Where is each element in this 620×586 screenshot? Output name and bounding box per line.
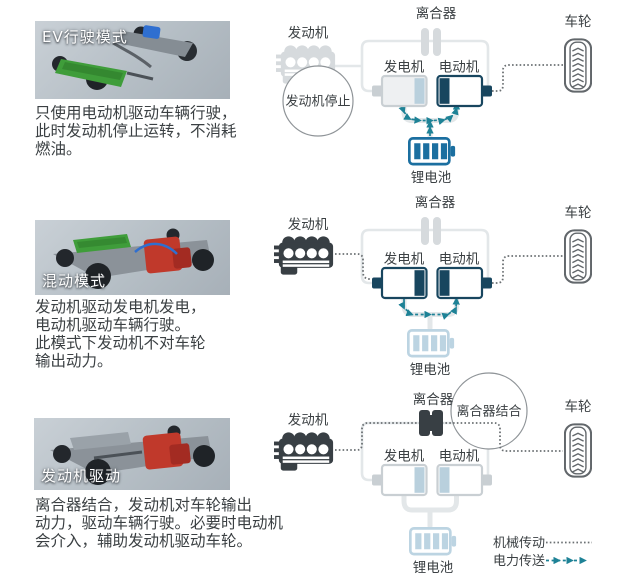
clutch-label: 离合器 bbox=[413, 391, 454, 408]
caption-hybrid-mode: 发动机驱动发电机发电， 电动机驱动车辆行驶。 此模式下发动机不对车轮 输出动力。 bbox=[35, 298, 206, 370]
photo-ev-mode: EV行驶模式 bbox=[35, 21, 230, 99]
wheel-label: 车轮 bbox=[565, 398, 592, 415]
mechanical-dotted-line bbox=[492, 64, 563, 92]
chassis-illustration-hybrid bbox=[53, 228, 214, 289]
annotation-text: 离合器结合 bbox=[456, 404, 521, 420]
battery-icon bbox=[408, 330, 455, 357]
battery-icon bbox=[410, 528, 457, 555]
diagram-hybrid-mode: 离合器 发动机 发电机 电动机 车轮 锂电池 bbox=[274, 194, 592, 378]
motor-icon bbox=[437, 465, 492, 495]
engine-label: 发动机 bbox=[288, 413, 329, 429]
wheel-icon bbox=[564, 423, 592, 478]
caption-line: 发动机驱动发电机发电， bbox=[35, 298, 206, 316]
clutch-label: 离合器 bbox=[415, 194, 456, 211]
wheel-icon bbox=[564, 38, 592, 93]
engine-icon bbox=[274, 236, 334, 275]
engine-icon bbox=[274, 432, 334, 471]
caption-engine-drive-mode: 离合器结合，发动机对车轮输出 动力，驱动车辆行驶。必要时电动机 会介入，辅助发动… bbox=[35, 496, 283, 550]
caption-line: 燃油。 bbox=[35, 140, 82, 158]
caption-line: 此时发动机停止运转，不消耗 bbox=[35, 122, 237, 140]
caption-ev-mode: 只使用电动机驱动车辆行驶， 此时发动机停止运转，不消耗 燃油。 bbox=[35, 104, 237, 158]
generator-icon bbox=[372, 465, 427, 495]
caption-line: 输出动力。 bbox=[35, 352, 113, 370]
mode-label-ev: EV行驶模式 bbox=[42, 28, 128, 46]
generator-icon bbox=[372, 268, 427, 298]
wheel-icon bbox=[564, 229, 592, 284]
mechanical-dotted-line bbox=[335, 422, 563, 452]
power-flow-line bbox=[398, 102, 461, 126]
caption-line: 此模式下发动机不对车轮 bbox=[35, 334, 206, 352]
clutch-label: 离合器 bbox=[416, 5, 457, 22]
wheel-label: 车轮 bbox=[565, 204, 592, 221]
photo-hybrid-mode: 混动模式 bbox=[35, 220, 230, 295]
battery-label: 锂电池 bbox=[411, 170, 452, 186]
caption-line: 会介入，辅助发动机驱动车轮。 bbox=[35, 532, 253, 550]
battery-label: 锂电池 bbox=[413, 560, 454, 576]
generator-icon bbox=[372, 76, 427, 106]
photo-engine-drive-mode: 发动机驱动 bbox=[34, 418, 230, 490]
legend: 机械传动 电力传送 bbox=[493, 536, 592, 569]
legend-electrical-label: 电力传送 bbox=[493, 554, 545, 569]
legend-mechanical-label: 机械传动 bbox=[493, 536, 545, 551]
wheel-label: 车轮 bbox=[565, 13, 592, 30]
chassis-illustration-ev bbox=[52, 25, 197, 90]
caption-line: 离合器结合，发动机对车轮输出 bbox=[35, 496, 253, 514]
motor-label: 电动机 bbox=[439, 252, 480, 268]
engine-label: 发动机 bbox=[288, 26, 329, 42]
chassis-illustration-engine bbox=[50, 425, 215, 485]
motor-icon bbox=[437, 76, 492, 106]
annotation-circle bbox=[282, 65, 354, 137]
caption-line: 只使用电动机驱动车辆行驶， bbox=[35, 104, 237, 122]
annotation-circle bbox=[450, 372, 528, 450]
mode-label-engine-drive: 发动机驱动 bbox=[41, 467, 122, 485]
diagram-ev-mode: 发动机停止 离合器 发动机 发电机 电动机 车轮 锂电池 bbox=[276, 5, 592, 186]
engine-label: 发动机 bbox=[288, 217, 329, 233]
mode-label-hybrid: 混动模式 bbox=[42, 272, 107, 290]
battery-icon bbox=[409, 138, 456, 165]
caption-line: 动力，驱动车辆行驶。必要时电动机 bbox=[35, 514, 284, 532]
generator-label: 发电机 bbox=[384, 60, 425, 76]
mechanical-dotted-line bbox=[335, 253, 372, 280]
motor-label: 电动机 bbox=[439, 449, 480, 465]
mechanical-dotted-line bbox=[492, 255, 563, 284]
generator-label: 发电机 bbox=[384, 449, 425, 465]
diagram-engine-drive-mode: 离合器结合 离合器 发动机 发电机 电动机 车轮 锂电池 bbox=[274, 372, 592, 576]
generator-label: 发电机 bbox=[384, 252, 425, 268]
battery-label: 锂电池 bbox=[410, 362, 451, 378]
motor-label: 电动机 bbox=[439, 60, 480, 76]
caption-line: 电动机驱动车辆行驶。 bbox=[35, 316, 191, 334]
annotation-text: 发动机停止 bbox=[285, 94, 350, 110]
motor-icon bbox=[437, 268, 492, 298]
clutch-icon bbox=[419, 410, 443, 436]
